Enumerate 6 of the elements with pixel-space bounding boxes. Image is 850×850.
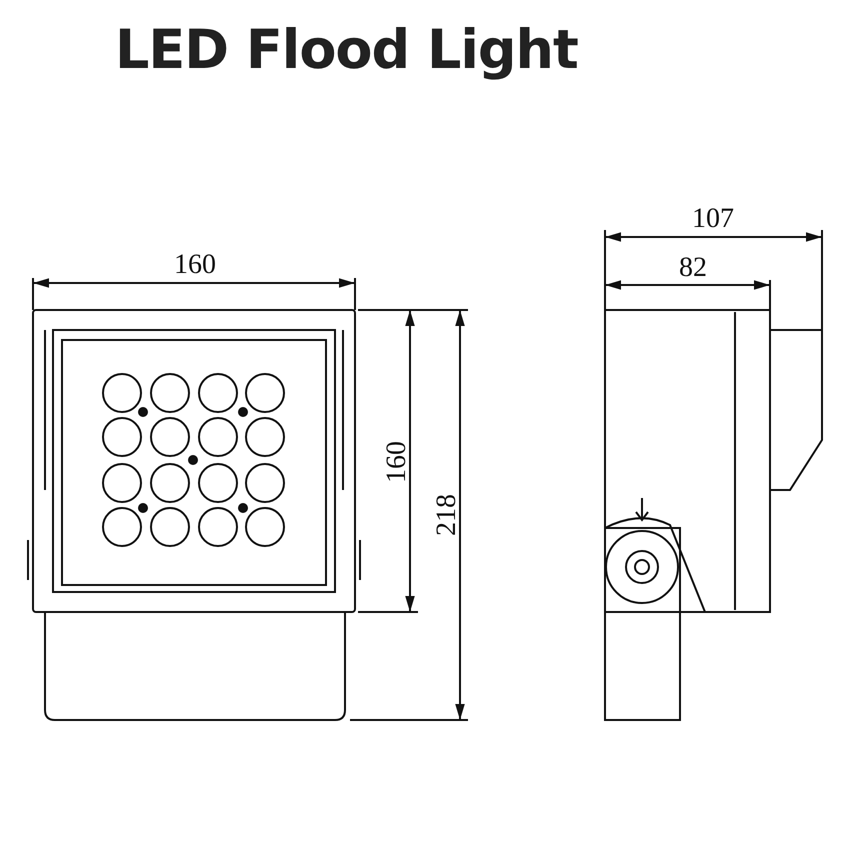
dimension-label: 218 — [433, 494, 461, 536]
dimension-label: 160 — [174, 251, 216, 279]
dimension-label: 82 — [679, 254, 707, 282]
dimension-label: 160 — [383, 441, 411, 483]
title: LED Flood Light — [115, 18, 578, 81]
dimension-label: 107 — [692, 205, 734, 233]
